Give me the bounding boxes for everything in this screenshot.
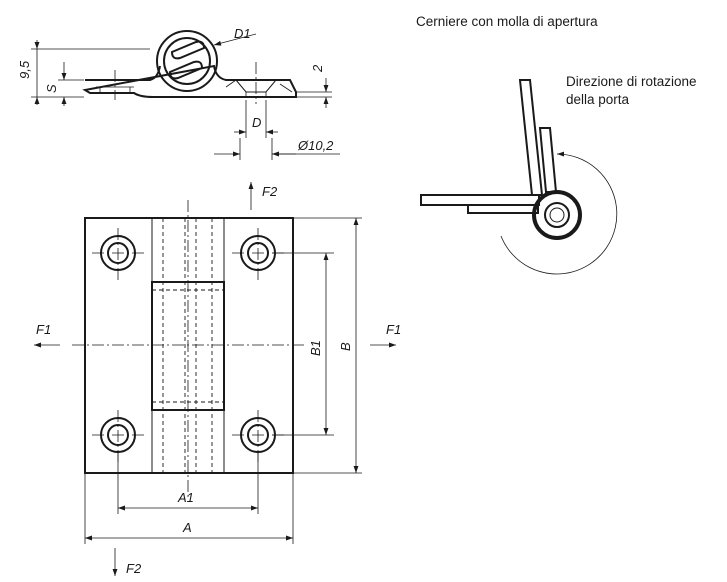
hinge-leaf-horizontal-lower (467, 204, 539, 214)
side-view-spring-slot (170, 40, 206, 60)
rotation-knuckle-pin (549, 207, 565, 223)
front-view-plate (84, 217, 294, 474)
side-view-plate-outline (82, 64, 297, 98)
drawing-title: Cerniere con molla di apertura (416, 14, 598, 29)
dim-label-a1: A1 (177, 490, 194, 505)
force-label-f1-left: F1 (36, 322, 51, 337)
dim-label-b1: B1 (308, 340, 323, 356)
rotation-direction-arc (500, 151, 618, 275)
dim-label-9-5: 9,5 (17, 60, 32, 79)
front-view: F2 F2 F1 F1 B1 B A1 A (34, 182, 401, 576)
dim-label-s: S (44, 84, 59, 93)
side-view-knuckle-outer (156, 30, 218, 92)
force-label-f2-bottom: F2 (126, 561, 142, 576)
rotation-caption-line1: Direzione di rotazione (566, 74, 697, 89)
dim-label-b: B (338, 342, 353, 351)
mounting-hole (92, 228, 144, 280)
rotation-knuckle-inner (544, 202, 570, 228)
dim-label-d1: D1 (234, 26, 251, 41)
side-view-spring-slot (168, 60, 204, 80)
mounting-hole (232, 228, 284, 280)
dim-label-a: A (182, 520, 192, 535)
side-view-knuckle-inner (163, 37, 211, 85)
rotation-knuckle-outer (532, 190, 582, 240)
side-view: 9,5 S D1 2 D Ø10,2 (17, 26, 340, 160)
dim-label-diameter: Ø10,2 (297, 138, 334, 153)
force-label-f2-top: F2 (262, 184, 278, 199)
hinge-leaf-vertical (518, 79, 544, 196)
hinge-leaf-horizontal (420, 194, 540, 206)
rotation-caption-line2: della porta (566, 92, 630, 107)
dim-label-d: D (252, 115, 261, 130)
dim-label-2: 2 (310, 64, 325, 73)
hinge-leaf-vertical-inner (538, 127, 558, 193)
force-label-f1-right: F1 (386, 322, 401, 337)
rotation-view (420, 79, 618, 275)
